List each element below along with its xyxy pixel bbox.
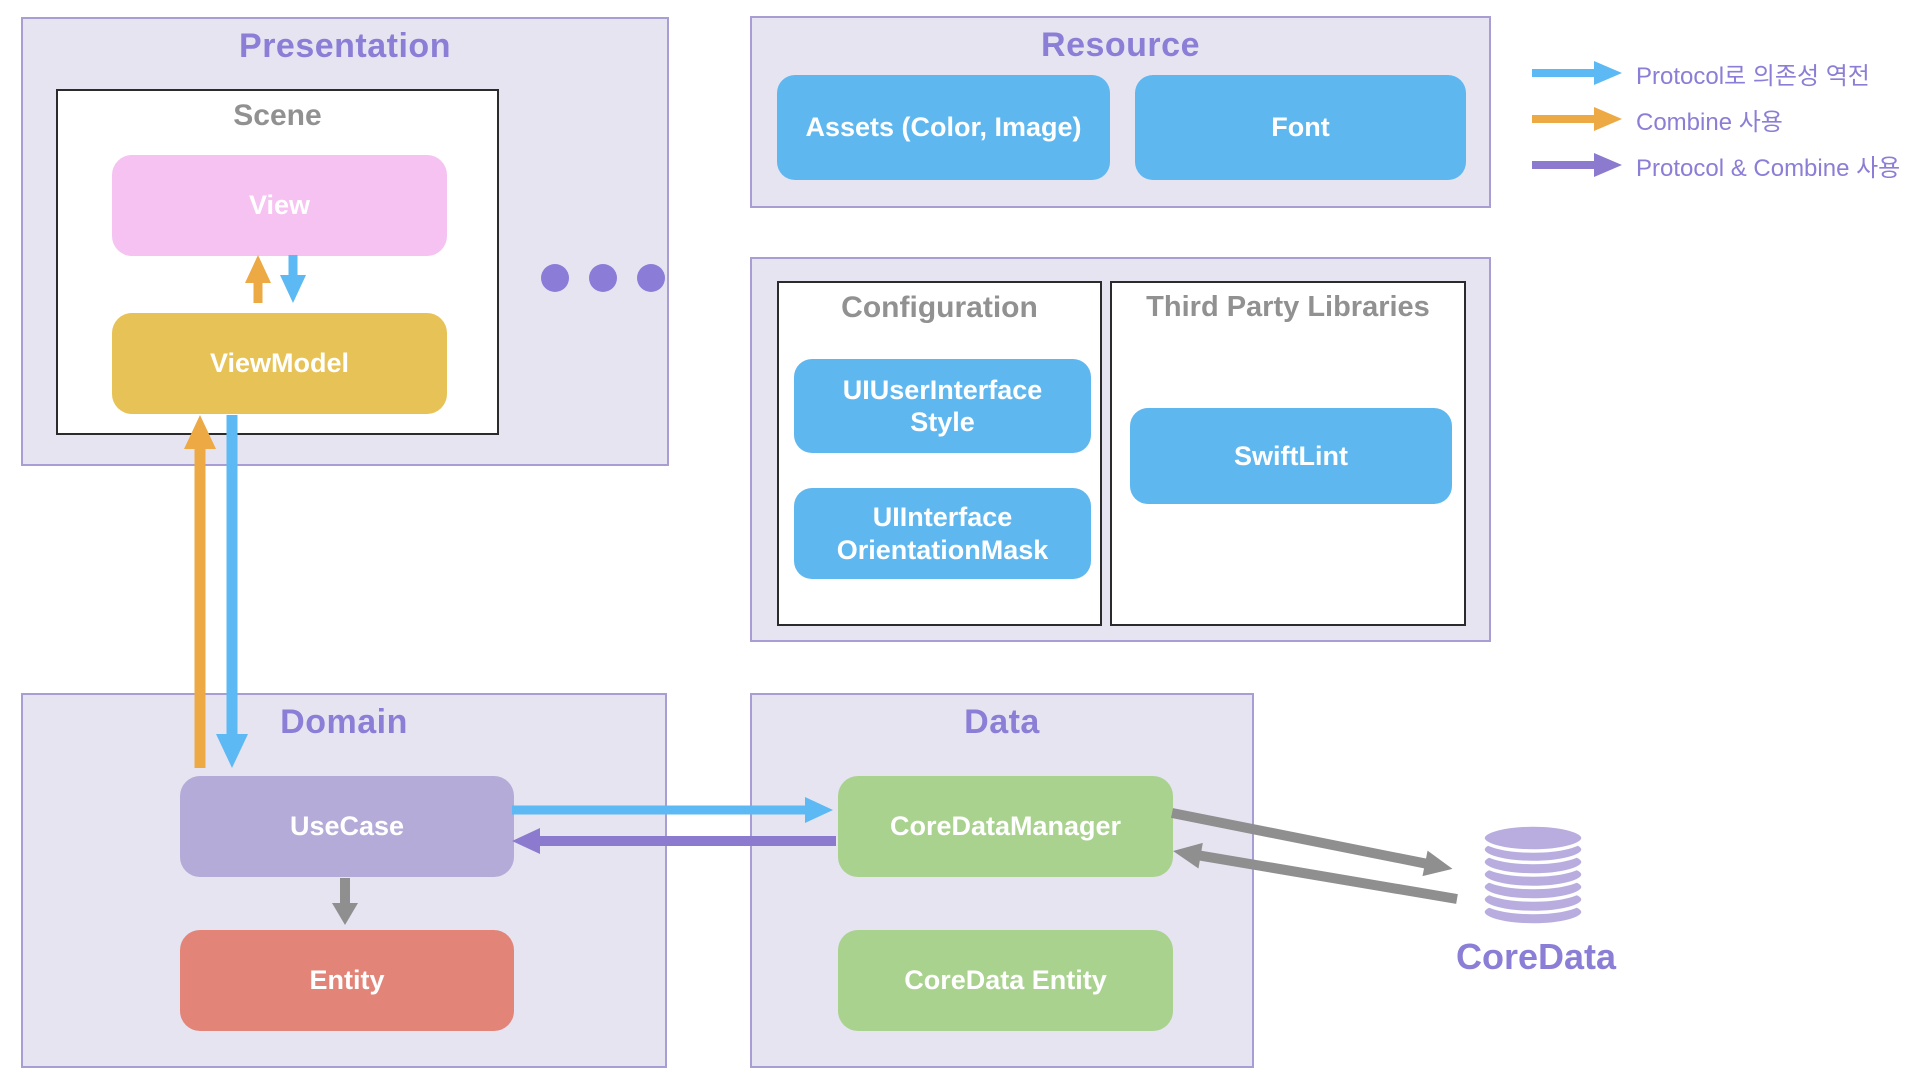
ellipsis-dots (541, 264, 665, 292)
data-section: Data CoreDataManager CoreData Entity (750, 693, 1254, 1068)
swiftlint-label: SwiftLint (1234, 440, 1348, 471)
legend-label: Combine 사용 (1636, 108, 1783, 136)
configuration-section: Configuration UIUserInterface Style UIIn… (750, 257, 1491, 642)
dot (589, 264, 617, 292)
swiftlint-node: SwiftLint (1130, 408, 1452, 504)
coredata-entity-label: CoreData Entity (904, 965, 1107, 996)
configuration-title: Configuration (841, 291, 1038, 324)
viewmodel-node: ViewModel (112, 313, 447, 414)
coredata-entity-node: CoreData Entity (838, 930, 1173, 1031)
resource-title: Resource (1041, 26, 1200, 64)
third-party-box: Third Party Libraries SwiftLint (1110, 281, 1466, 626)
dot (541, 264, 569, 292)
entity-label: Entity (309, 965, 385, 996)
legend-arrow-protocol-combine-icon (1532, 153, 1622, 177)
domain-section: Domain UseCase Entity (21, 693, 667, 1068)
presentation-section: Presentation Scene View ViewModel (21, 17, 669, 466)
legend-row-protocol-combine: Protocol & Combine 사용 (1532, 152, 1900, 182)
usecase-label: UseCase (289, 811, 405, 842)
view-label: View (248, 190, 311, 221)
assets-node: Assets (Color, Image) (777, 75, 1110, 180)
legend-arrow-protocol-icon (1532, 61, 1622, 85)
legend-label: Protocol & Combine 사용 (1636, 154, 1901, 182)
uiinterfaceorientationmask-node: UIInterface OrientationMask (794, 488, 1091, 579)
viewmodel-label: ViewModel (209, 348, 350, 379)
legend-label: Protocol로 의존성 역전 (1636, 62, 1870, 90)
view-node: View (112, 155, 447, 256)
font-node: Font (1135, 75, 1466, 180)
coredata-label: CoreData (1455, 936, 1617, 977)
scene-box: Scene View ViewModel (56, 89, 499, 435)
entity-node: Entity (180, 930, 514, 1031)
third-party-title: Third Party Libraries (1146, 291, 1430, 323)
presentation-title: Presentation (239, 27, 451, 65)
legend-row-protocol: Protocol로 의존성 역전 (1532, 60, 1900, 90)
dot (637, 264, 665, 292)
coredatamanager-label: CoreDataManager (889, 811, 1122, 842)
configuration-box: Configuration UIUserInterface Style UIIn… (777, 281, 1102, 626)
uiinterfaceorientationmask-label: UIInterface OrientationMask (836, 502, 1049, 565)
uiuserinterfacestyle-node: UIUserInterface Style (794, 359, 1091, 453)
scene-title: Scene (233, 99, 322, 132)
data-title: Data (964, 703, 1040, 741)
resource-section: Resource Assets (Color, Image) Font (750, 16, 1491, 208)
legend-row-combine: Combine 사용 (1532, 106, 1900, 136)
font-label: Font (1271, 112, 1330, 143)
legend: Protocol로 의존성 역전 Combine 사용 Protocol & C… (1532, 60, 1900, 182)
coredatamanager-node: CoreDataManager (838, 776, 1173, 877)
assets-label: Assets (Color, Image) (805, 112, 1082, 143)
legend-arrow-combine-icon (1532, 107, 1622, 131)
domain-title: Domain (280, 703, 408, 741)
usecase-node: UseCase (180, 776, 514, 877)
uiuserinterfacestyle-label: UIUserInterface Style (842, 374, 1043, 437)
coredata-database-icon (1481, 823, 1585, 927)
